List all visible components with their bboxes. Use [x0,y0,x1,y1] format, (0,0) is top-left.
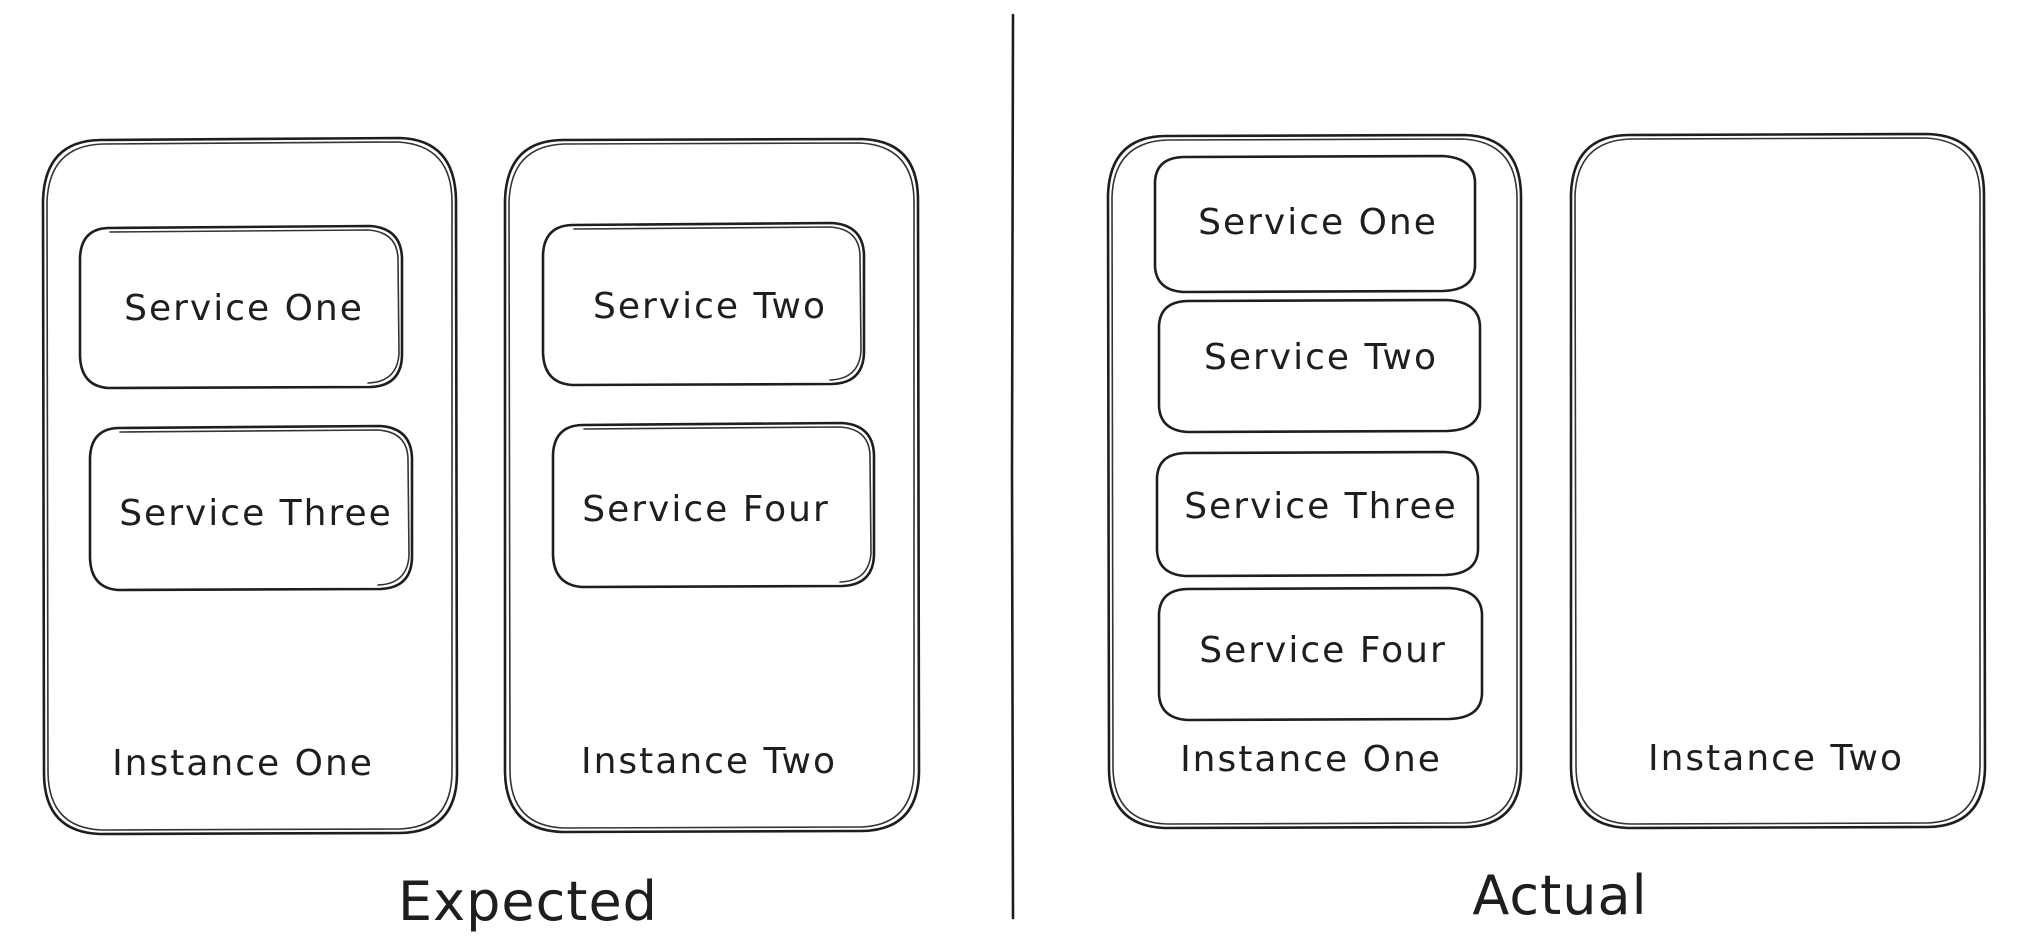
service-label: Service Three [1184,486,1458,527]
expected-service-box: Service One [78,224,404,390]
divider-line [1010,13,1015,920]
expected-instance-one: Service One Service Three Instance One [41,136,459,836]
instance-label: Instance Two [1648,738,1904,779]
actual-panel: Service One Service Two Service Three Se… [1106,132,1987,927]
service-label: Service Four [1199,630,1447,671]
actual-service-box: Service One [1153,154,1477,294]
actual-service-box: Service Four [1157,586,1484,722]
service-label: Service Four [582,489,830,530]
actual-instance-two: Instance Two [1569,132,1987,830]
expected-caption: Expected [398,870,658,933]
actual-caption: Actual [1472,864,1647,927]
service-label: Service Three [119,493,393,534]
instance-label: Instance One [112,743,374,784]
service-label: Service Two [593,286,827,327]
instance-label: Instance Two [581,741,837,782]
actual-service-box: Service Three [1155,450,1480,578]
expected-service-box: Service Three [88,424,414,592]
expected-service-box: Service Two [541,221,866,387]
instance-label: Instance One [1180,739,1442,780]
actual-service-box: Service Two [1157,298,1482,434]
expected-service-box: Service Four [551,421,876,589]
expected-instance-two: Service Two Service Four Instance Two [503,137,921,834]
service-label: Service Two [1204,337,1438,378]
expected-panel: Service One Service Three Instance One S… [41,136,921,933]
service-label: Service One [124,288,364,329]
service-label: Service One [1198,202,1438,243]
actual-instance-one: Service One Service Two Service Three Se… [1106,133,1523,830]
